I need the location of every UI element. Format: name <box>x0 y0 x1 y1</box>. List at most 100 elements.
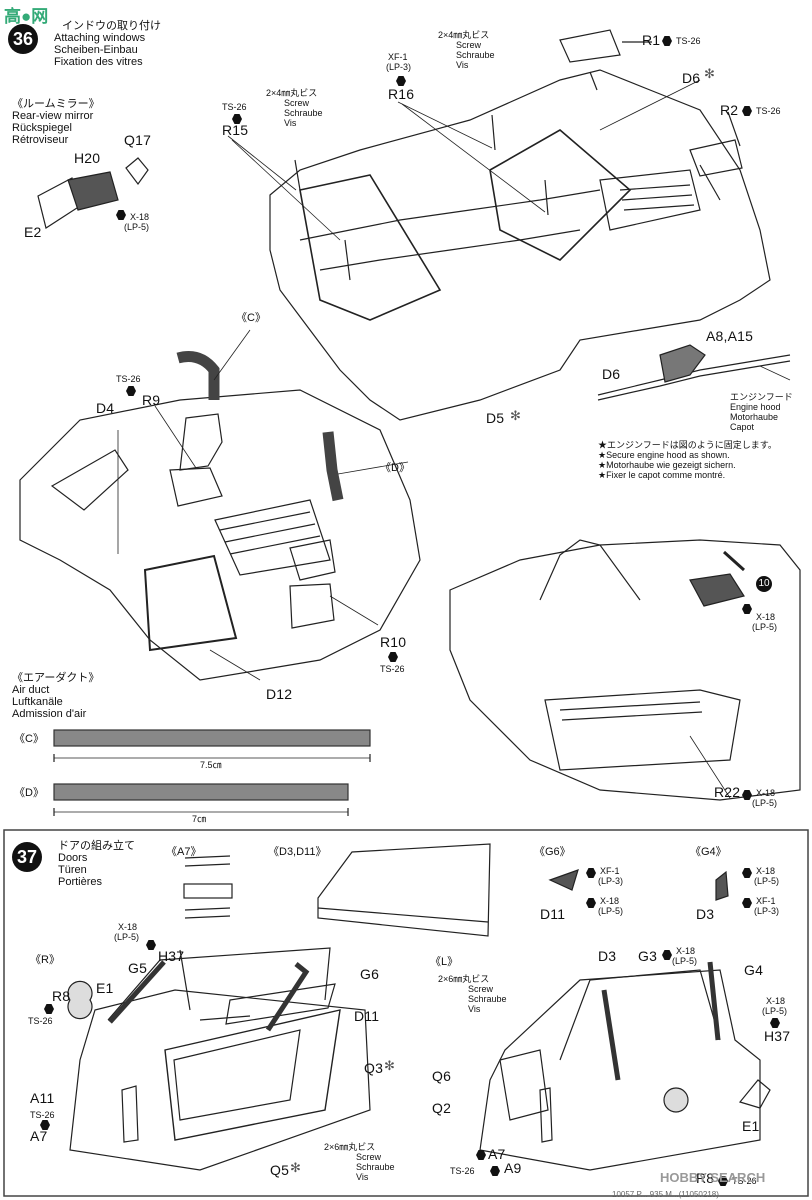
screw-size-left: 2×4㎜丸ビス <box>266 88 318 98</box>
tag-c: 《C》 <box>236 312 266 324</box>
part-r1: R1 <box>642 32 661 48</box>
paint-x18-g3: X-18 <box>676 946 696 956</box>
watermark-text: 高●网 <box>4 7 49 26</box>
part-r8: R8 <box>52 988 71 1004</box>
screw-de-left: Schraube <box>284 108 323 118</box>
step-37-title-jp: ドアの組み立て <box>58 840 135 852</box>
paint-lp5: (LP-5) <box>124 222 150 232</box>
inset-g4: 《G4》 <box>690 846 727 858</box>
paint-icon <box>662 36 672 46</box>
screw-size-right: 2×4㎜丸ビス <box>438 30 490 40</box>
paint-lp5-g4: (LP-5) <box>754 876 780 886</box>
screw-de-door-l: Schraube <box>468 994 507 1004</box>
part-e1: E1 <box>96 980 114 996</box>
part-q2: Q2 <box>432 1100 452 1116</box>
paint-icon <box>586 868 596 878</box>
paint-ts26-r1: TS-26 <box>676 36 701 46</box>
part-d5: D5 <box>486 410 505 426</box>
part-d11: D11 <box>354 1008 380 1024</box>
mirror-label-de: Rückspiegel <box>12 122 72 134</box>
part-a11: A11 <box>30 1090 55 1106</box>
paint-ts26-r15: TS-26 <box>222 102 247 112</box>
hood-note-de: ★Motorhaube wie gezeigt sichern. <box>598 460 736 470</box>
part-r9: R9 <box>142 392 161 408</box>
screw-en-door-l: Screw <box>468 984 494 994</box>
part-r2: R2 <box>720 102 739 118</box>
paint-x18-h37: X-18 <box>118 922 138 932</box>
paint-lp3-g6: (LP-3) <box>598 876 624 886</box>
part-a7: A7 <box>30 1128 48 1144</box>
callout-number-10: 10 <box>756 576 772 592</box>
part-r8-l: R8 <box>696 1170 715 1186</box>
paint-lp5-g3: (LP-5) <box>672 956 698 966</box>
part-e1-l: E1 <box>742 1118 760 1134</box>
paint-ts26-r9: TS-26 <box>116 374 141 384</box>
paint-icon <box>44 1004 54 1014</box>
part-a9: A9 <box>504 1160 522 1176</box>
part-q17: Q17 <box>124 132 152 148</box>
no-cement-icon: ✻ <box>704 66 715 81</box>
part-g4: G4 <box>744 962 764 978</box>
part-g3: G3 <box>638 948 658 964</box>
duct-d-tag: 《D》 <box>14 787 44 799</box>
paint-icon <box>40 1120 50 1130</box>
hood-note-jp: ★エンジンフードは図のように固定します。 <box>598 440 777 450</box>
no-cement-icon: ✻ <box>384 1058 395 1073</box>
part-r10: R10 <box>380 634 407 650</box>
hood-note-fr: ★Fixer le capot comme montré. <box>598 470 726 480</box>
part-q5: Q5 <box>270 1162 290 1178</box>
part-g5: G5 <box>128 960 148 976</box>
inset-r: 《R》 <box>30 954 60 966</box>
part-r16: R16 <box>388 86 415 102</box>
paint-icon <box>116 210 126 220</box>
step-37-title-fr: Portières <box>58 876 103 888</box>
screw-en-door-r: Screw <box>356 1152 382 1162</box>
hood-label-jp: エンジンフード <box>730 392 793 402</box>
mirror-label-fr: Rétroviseur <box>12 134 69 146</box>
screw-fr-right: Vis <box>456 60 469 70</box>
paint-x18-g6: X-18 <box>600 896 620 906</box>
screw-fr-left: Vis <box>284 118 297 128</box>
paint-icon <box>742 604 752 614</box>
step-37-title-de: Türen <box>58 864 87 876</box>
paint-icon <box>742 898 752 908</box>
part-r15: R15 <box>222 122 249 138</box>
screw-de-right: Schraube <box>456 50 495 60</box>
part-q3: Q3 <box>364 1060 384 1076</box>
duct-d-length: 7㎝ <box>192 814 207 824</box>
hood-label-de: Motorhaube <box>730 412 779 422</box>
paint-lp3-g4: (LP-3) <box>754 906 780 916</box>
step-36-title-en: Attaching windows <box>54 32 146 44</box>
screw-en-left: Screw <box>284 98 310 108</box>
airduct-label-en: Air duct <box>12 684 50 696</box>
part-h37-l: H37 <box>764 1028 791 1044</box>
part-d3-inset: D3 <box>696 906 715 922</box>
footer-brand: HOBBY SEARCH <box>660 1170 766 1185</box>
paint-icon <box>742 790 752 800</box>
airduct-label-fr: Admission d'air <box>12 708 87 720</box>
step-36-title-de: Scheiben-Einbau <box>54 44 138 56</box>
part-d3: D3 <box>598 948 617 964</box>
part-d4: D4 <box>96 400 115 416</box>
step-37-title-en: Doors <box>58 852 88 864</box>
part-d6-hinge: D6 <box>602 366 621 382</box>
paint-lp5-h37-l: (LP-5) <box>762 1006 788 1016</box>
inset-d3-d11: 《D3,D11》 <box>268 846 327 858</box>
airduct-label-de: Luftkanäle <box>12 696 63 708</box>
paint-icon <box>718 1176 728 1186</box>
part-r22: R22 <box>714 784 741 800</box>
part-h20: H20 <box>74 150 101 166</box>
paint-xf1-g6: XF-1 <box>600 866 620 876</box>
paint-x18: X-18 <box>130 212 150 222</box>
paint-xf1-g4: XF-1 <box>756 896 776 906</box>
no-cement-icon: ✻ <box>510 408 521 423</box>
no-cement-icon: ✻ <box>290 1160 301 1175</box>
part-h37: H37 <box>158 948 185 964</box>
paint-ts26-r10: TS-26 <box>380 664 405 674</box>
mirror-label-jp: 《ルームミラー》 <box>12 98 100 110</box>
paint-icon <box>476 1150 486 1160</box>
paint-lp5-r22: (LP-5) <box>752 798 778 808</box>
paint-ts26-a11: TS-26 <box>30 1110 55 1120</box>
